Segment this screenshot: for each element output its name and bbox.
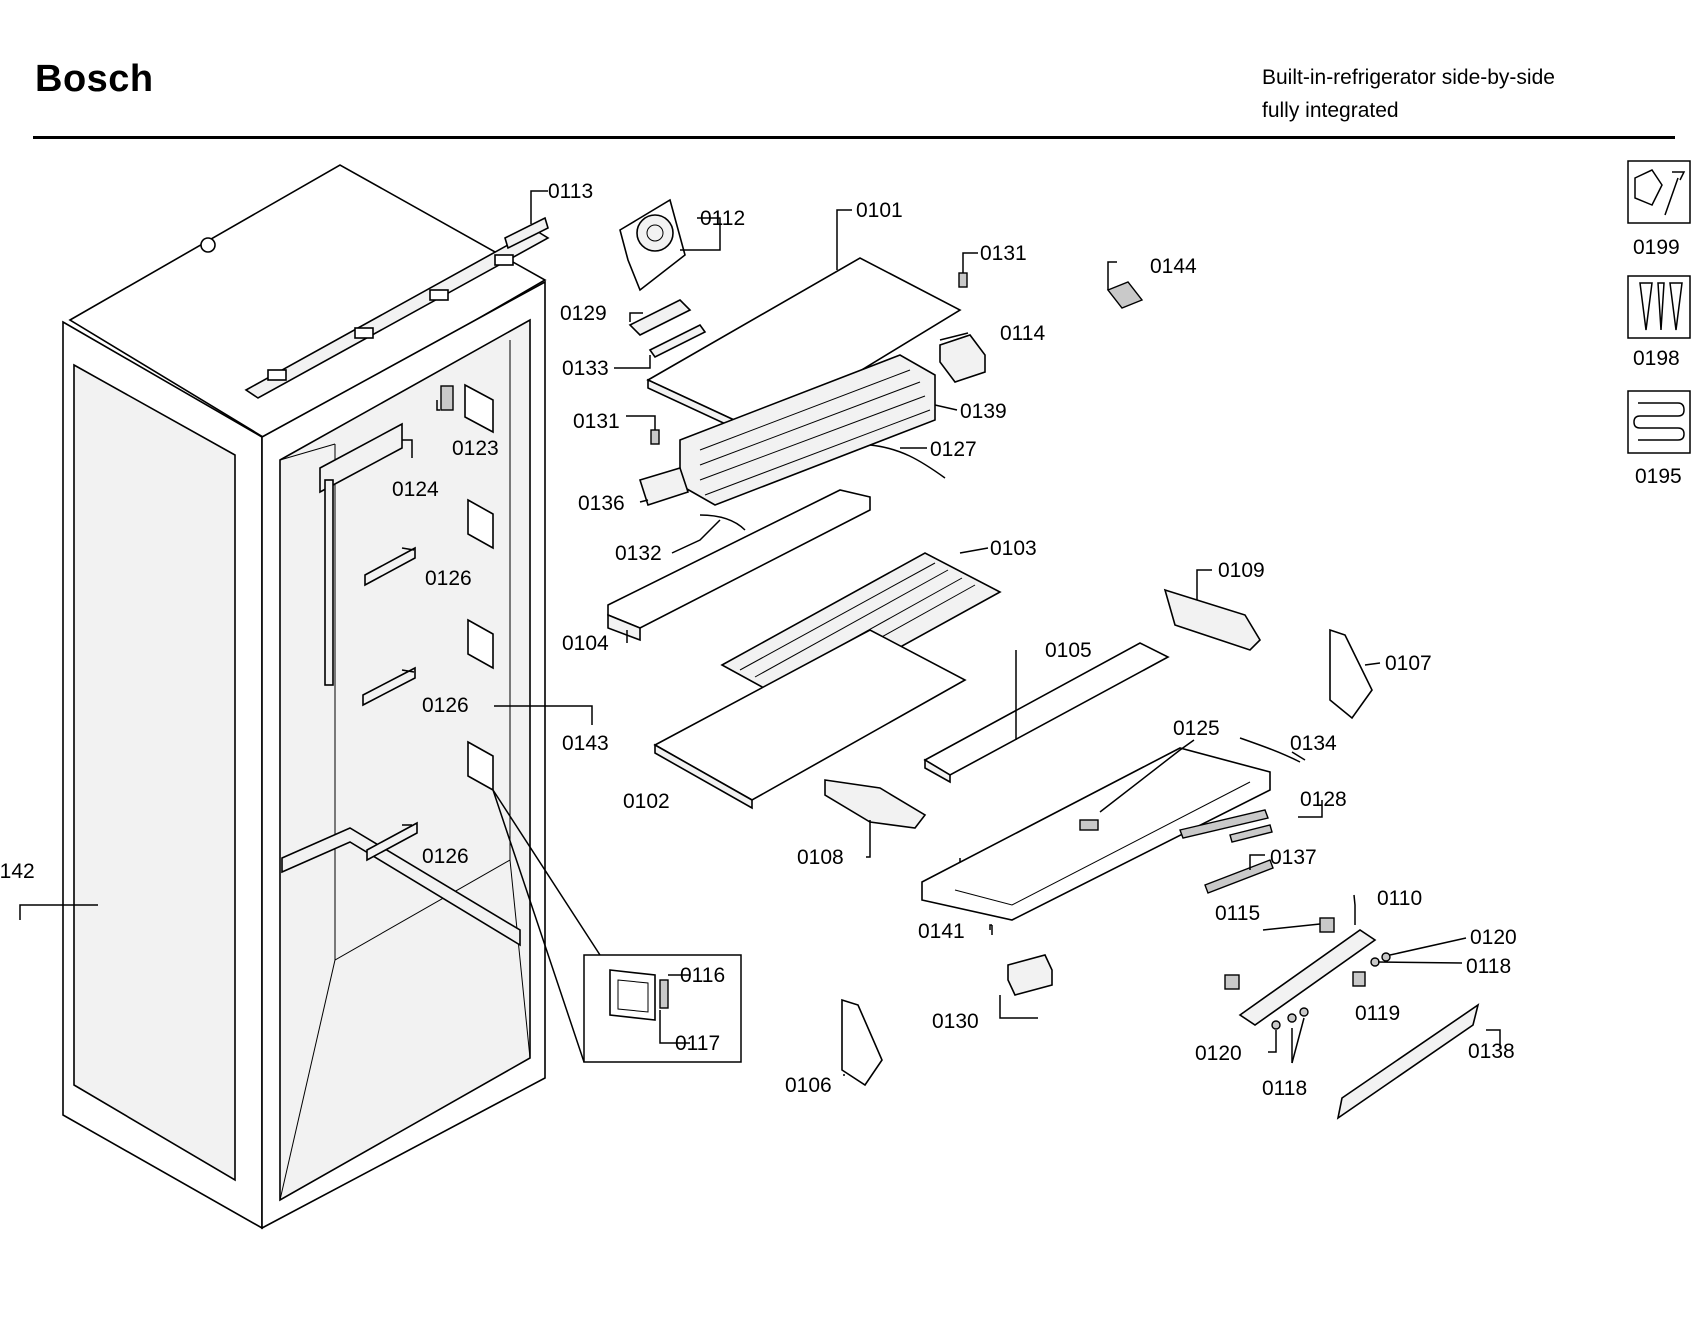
callout-0110: 0110 (1377, 887, 1422, 910)
duct-0104 (607, 489, 871, 642)
detail-inset-0116-0117 (492, 789, 742, 1063)
tray-0102 (653, 629, 967, 810)
callout-0131-top: 0131 (980, 242, 1027, 265)
callout-0108: 0108 (797, 846, 844, 869)
callout-0113: 0113 (548, 180, 593, 203)
wire-0132 (699, 514, 746, 531)
part-0137 (1204, 859, 1274, 894)
icon-label-0195: 0195 (1635, 465, 1682, 488)
callout-0139: 0139 (960, 400, 1007, 423)
sensor-0134 (1239, 737, 1301, 763)
brand-title: Bosch (35, 58, 154, 100)
callout-0118-left: 0118 (1262, 1077, 1307, 1100)
callout-0129: 0129 (560, 302, 607, 325)
callout-labels: 0113 0112 0101 0131 0144 0129 0114 0133 … (0, 180, 1517, 1100)
callout-0102: 0102 (623, 790, 670, 813)
callout-0116: 0116 (680, 964, 725, 987)
callout-0115: 0115 (1215, 902, 1260, 925)
fan-assembly-0112 (619, 198, 686, 292)
subtitle-line-2: fully integrated (1262, 99, 1399, 122)
callout-0109: 0109 (1218, 559, 1265, 582)
refrigerator-cabinet (62, 164, 550, 1230)
callout-0138: 0138 (1468, 1040, 1515, 1063)
callout-0104: 0104 (562, 632, 609, 655)
callout-0126-mid: 0126 (422, 694, 469, 717)
subtitle-line-1: Built-in-refrigerator side-by-side (1262, 66, 1555, 89)
callout-0132: 0132 (615, 542, 662, 565)
part-0108 (824, 779, 927, 829)
part-0125 (1079, 819, 1099, 831)
bracket-0113 (504, 216, 549, 250)
callout-0136: 0136 (578, 492, 625, 515)
callout-0105: 0105 (1045, 639, 1092, 662)
callout-0143: 0143 (562, 732, 609, 755)
icon-label-0198: 0198 (1633, 347, 1680, 370)
callout-0112: 0112 (700, 207, 745, 230)
callout-0120-left: 0120 (1195, 1042, 1242, 1065)
rail-0105 (923, 642, 1170, 784)
callout-0117: 0117 (675, 1032, 720, 1055)
callout-0128: 0128 (1300, 788, 1347, 811)
channel-0141 (921, 747, 1271, 921)
callout-0130: 0130 (932, 1010, 979, 1033)
header-divider (33, 136, 1675, 139)
wrench-nut-icon[interactable] (1627, 160, 1691, 224)
callout-0131-left: 0131 (573, 410, 620, 433)
callout-0118-right: 0118 (1466, 955, 1511, 978)
knob-0115 (1224, 917, 1335, 990)
part-0119 (1352, 971, 1366, 987)
hinge-0107 (1329, 628, 1373, 720)
callout-0144: 0144 (1150, 255, 1197, 278)
callout-0142: 0142 (0, 860, 35, 883)
callout-0103: 0103 (990, 537, 1037, 560)
hinge-0106 (841, 998, 883, 1087)
heating-coil-icon[interactable] (1627, 390, 1691, 454)
callout-0126-top: 0126 (425, 567, 472, 590)
part-0133 (648, 323, 707, 359)
control-panel-0110 (1238, 929, 1377, 1026)
icon-label-0199: 0199 (1633, 236, 1680, 259)
callout-0120-right: 0120 (1470, 926, 1517, 949)
leader-lines (19, 190, 1501, 1076)
callout-0119: 0119 (1355, 1002, 1400, 1025)
part-0131-left (650, 429, 660, 445)
part-0144 (1106, 281, 1144, 309)
callout-0141: 0141 (918, 920, 965, 943)
part-0114 (939, 334, 986, 383)
screws-0120-0118 (1271, 952, 1391, 1030)
wire-0127 (869, 444, 946, 479)
callout-0107: 0107 (1385, 652, 1432, 675)
callout-0137: 0137 (1270, 846, 1317, 869)
panel-0138 (1336, 1003, 1480, 1120)
part-0136 (638, 467, 690, 507)
callout-0106: 0106 (785, 1074, 832, 1097)
callout-0127: 0127 (930, 438, 977, 461)
clip-0130 (1007, 954, 1053, 996)
screws-icon[interactable] (1627, 275, 1691, 339)
strips-0128 (1179, 809, 1273, 843)
callout-0134: 0134 (1290, 732, 1337, 755)
callout-0125: 0125 (1173, 717, 1220, 740)
callout-0124: 0124 (392, 478, 439, 501)
callout-0133: 0133 (562, 357, 609, 380)
callout-0123: 0123 (452, 437, 499, 460)
part-0131-top (958, 272, 968, 288)
part-0109 (1163, 588, 1262, 651)
handle-0129 (628, 299, 692, 336)
callout-0101: 0101 (856, 199, 903, 222)
callout-0126-bottom: 0126 (422, 845, 469, 868)
side-icon-panel: 0199 0198 0195 (1627, 160, 1691, 488)
callout-0114: 0114 (1000, 322, 1045, 345)
evaporator-0139 (679, 354, 936, 506)
